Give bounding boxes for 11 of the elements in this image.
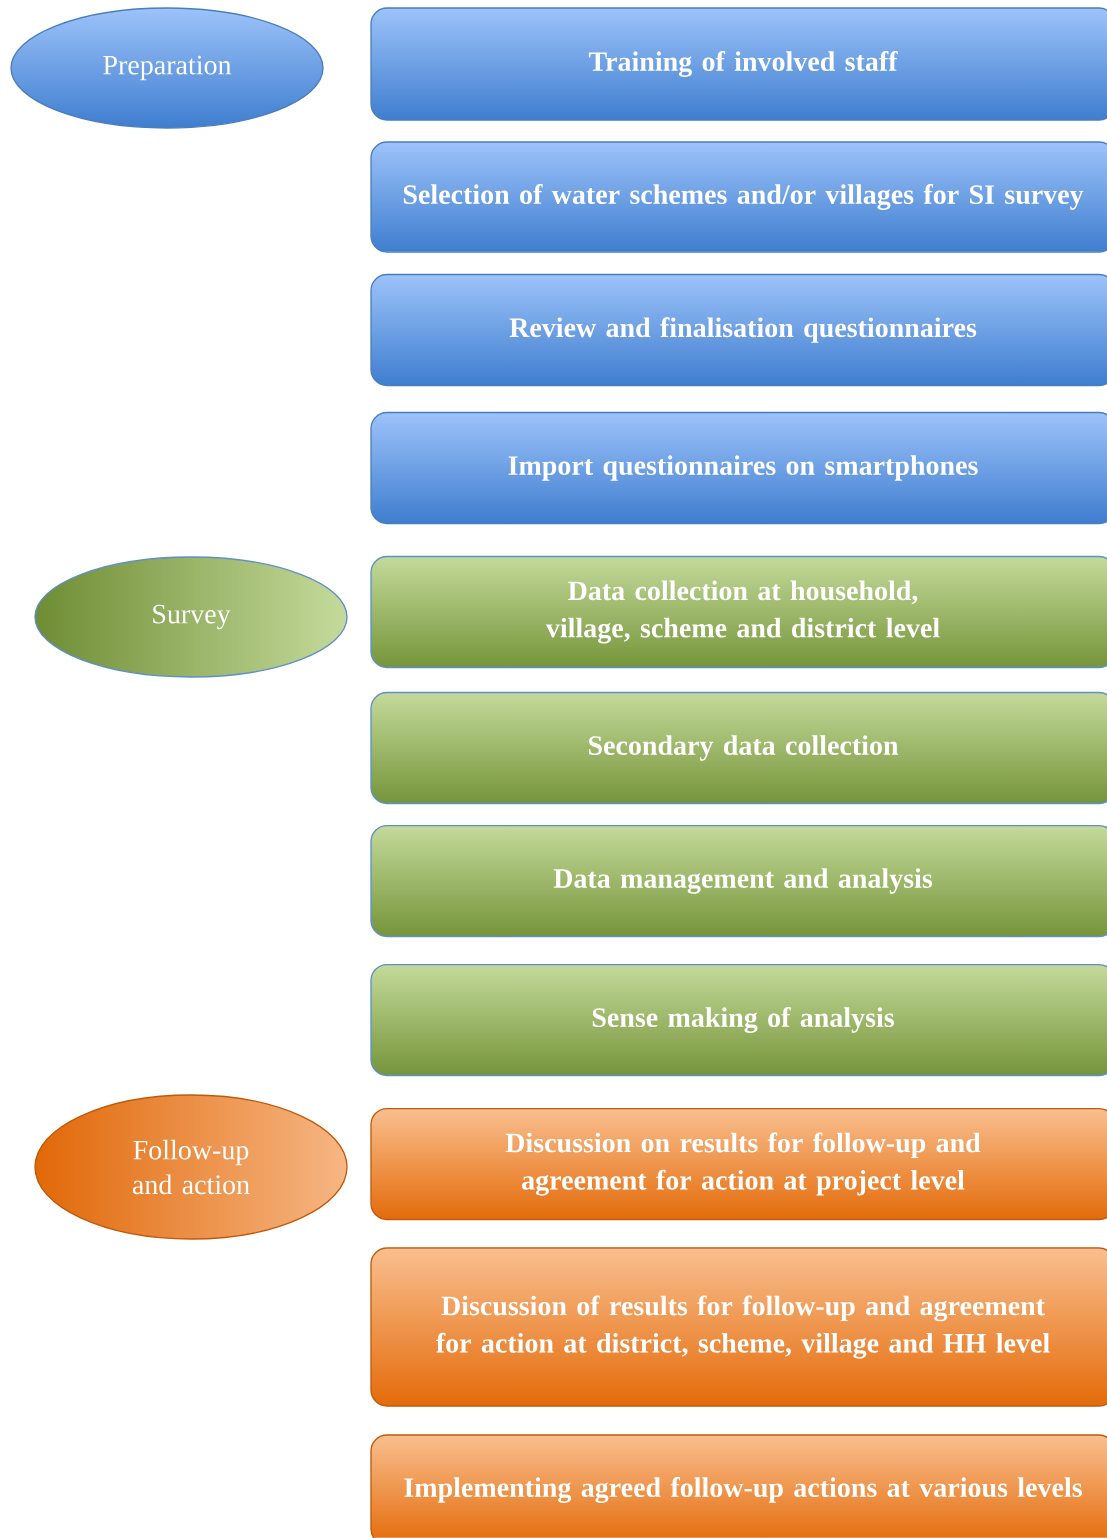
step-box: Training of involved staff <box>370 7 1107 121</box>
step-box: Import questionnaires on smartphones <box>370 411 1107 525</box>
step-box: Discussion on results for follow-up and agreement for action at project level <box>370 1107 1107 1221</box>
step-box: Data management and analysis <box>370 824 1107 938</box>
step-box: Secondary data collection <box>370 691 1107 805</box>
step-box: Implementing agreed follow-up actions at various levels <box>370 1434 1107 1538</box>
step-box: Review and finalisation questionnaires <box>370 273 1107 387</box>
step-box: Discussion of results for follow-up and agreement for action at district, scheme, village and HH level <box>370 1247 1107 1407</box>
step-box: Data collection at household, village, scheme and district level <box>370 555 1107 669</box>
step-box: Sense making of analysis <box>370 963 1107 1077</box>
step-box: Selection of water schemes and/or villages for SI survey <box>370 141 1107 253</box>
